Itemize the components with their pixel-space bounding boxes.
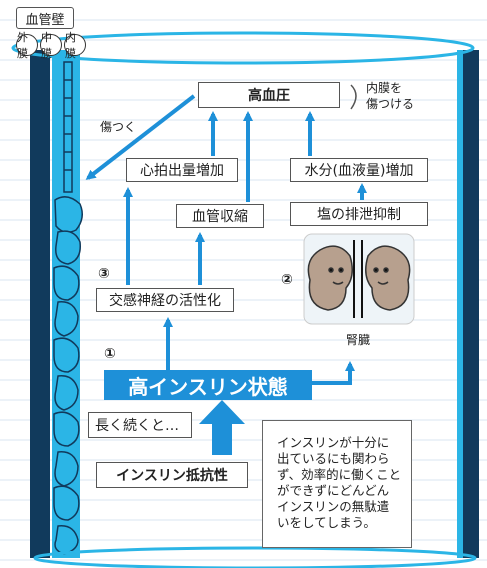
layer-outer: 外膜 bbox=[16, 31, 38, 60]
label-kidney: 腎臓 bbox=[346, 333, 371, 347]
vessel-bottom-rim bbox=[33, 546, 477, 568]
node-hypertension: 高血圧 bbox=[198, 82, 340, 108]
note-line: いをしてしまう。 bbox=[277, 515, 376, 530]
wall-label: 血管壁 bbox=[16, 7, 74, 29]
node-salt-inhibit: 塩の排泄抑制 bbox=[290, 202, 428, 226]
vessel-right-wall-dark bbox=[463, 50, 479, 558]
note-line: 出ているにも関わら bbox=[277, 451, 390, 466]
layer-middle: 中膜 bbox=[40, 31, 62, 60]
label-damage-intima-2: 傷つける bbox=[366, 97, 415, 111]
note-line: ず、効率的に働くこと bbox=[277, 467, 402, 482]
node-water-increase: 水分(血液量)増加 bbox=[290, 158, 428, 182]
vessel-right-wall-light bbox=[457, 50, 463, 558]
node-hyperinsulin: 高インスリン状態 bbox=[104, 370, 312, 400]
brace bbox=[350, 84, 357, 110]
note-line: インスリンが十分に bbox=[277, 435, 390, 450]
layer-inner: 内膜 bbox=[64, 31, 86, 60]
number-2: ② bbox=[281, 272, 293, 288]
node-vasoconstriction: 血管収縮 bbox=[176, 204, 264, 228]
node-sympathetic: 交感神経の活性化 bbox=[96, 288, 234, 312]
label-damage-intima-1: 内膜を bbox=[366, 81, 403, 95]
explanation-note: インスリンが十分に 出ているにも関わら ず、効率的に働くこと ができずにどんどん… bbox=[262, 420, 412, 548]
node-cardiac-output: 心拍出量増加 bbox=[126, 158, 238, 182]
node-long-continue: 長く続くと… bbox=[88, 412, 192, 438]
node-resistance: インスリン抵抗性 bbox=[96, 462, 248, 488]
intima-cells bbox=[63, 61, 73, 193]
number-1: ① bbox=[104, 346, 116, 362]
note-line: ができずにどんどん bbox=[277, 483, 390, 498]
number-3: ③ bbox=[98, 266, 110, 282]
thickened-cells bbox=[53, 196, 83, 555]
vessel-top-rim bbox=[11, 31, 475, 65]
note-line: インスリンの無駄遣 bbox=[277, 499, 390, 514]
kidney-icon bbox=[307, 240, 411, 318]
big-up-arrow bbox=[199, 400, 245, 455]
vessel-left-wall-dark bbox=[30, 50, 50, 558]
flow-arrows bbox=[85, 94, 367, 385]
label-hurt: 傷つく bbox=[100, 120, 137, 134]
